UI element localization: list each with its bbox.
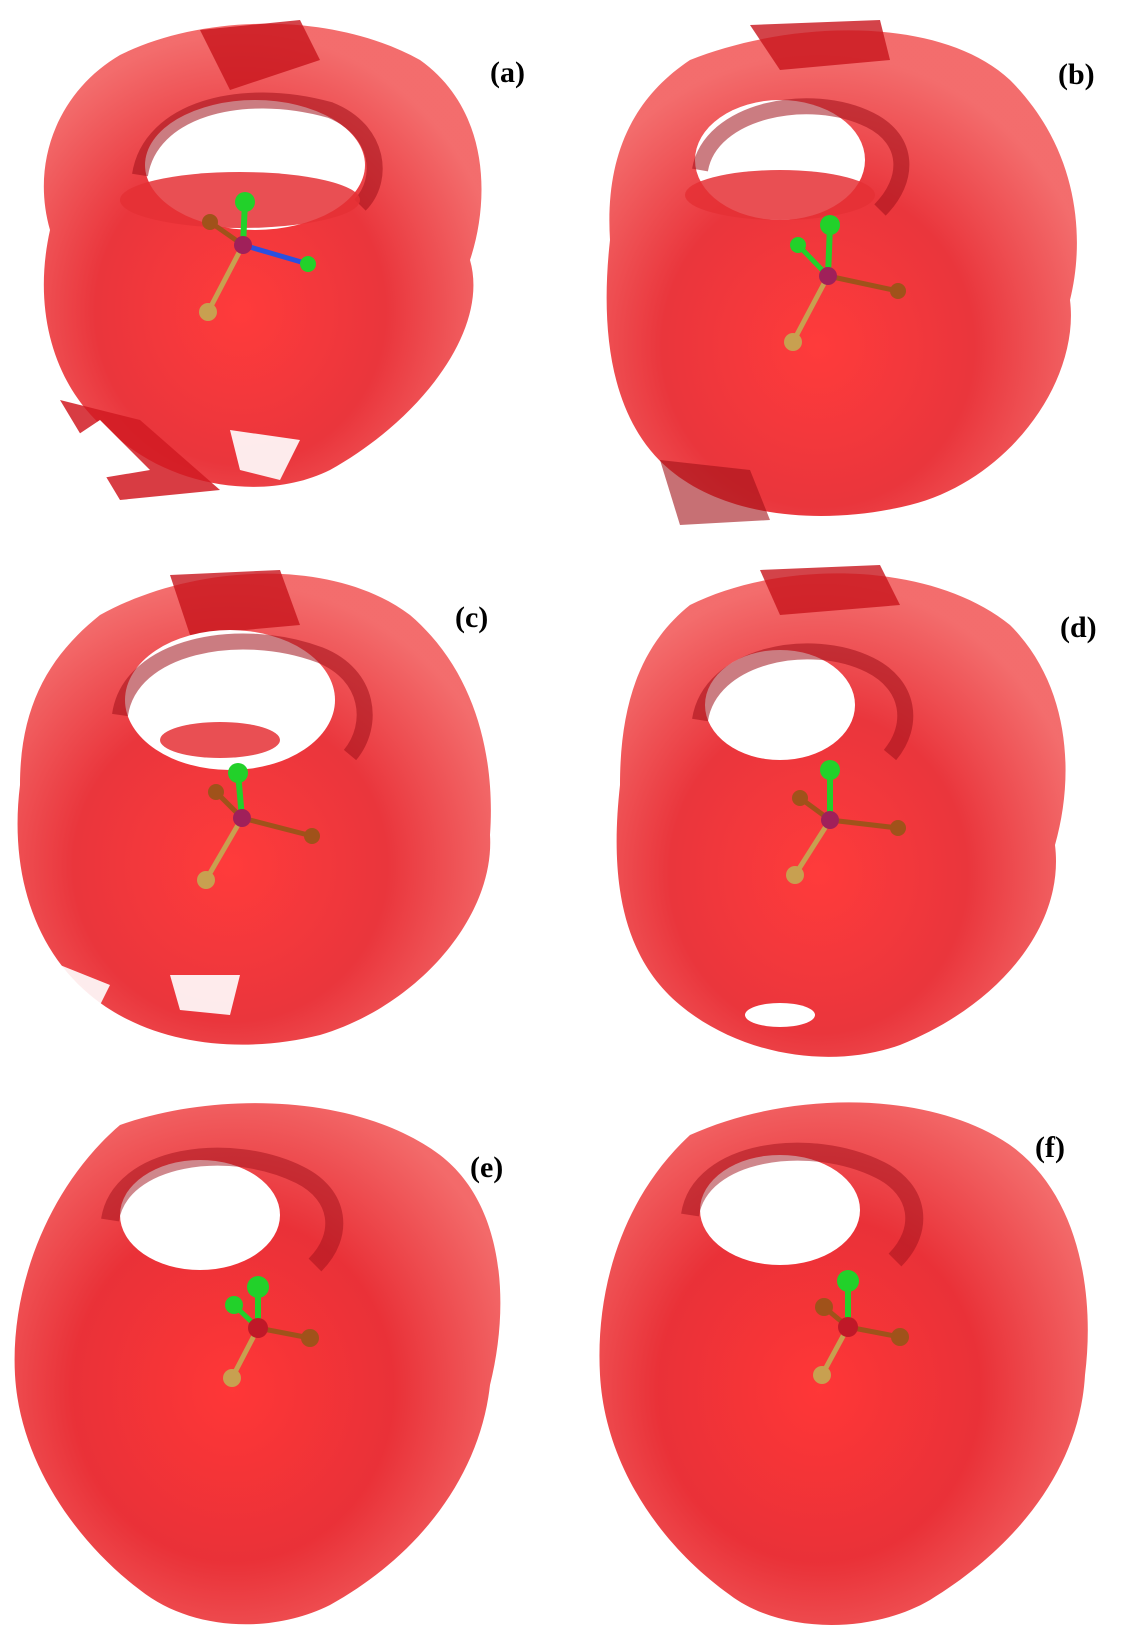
atom-tan: [786, 866, 804, 884]
atom-green: [235, 192, 255, 212]
surface-hole-rim: [112, 633, 373, 761]
atom-tan: [223, 1369, 241, 1387]
atom-center: [838, 1317, 858, 1337]
panel-label: (a): [490, 56, 525, 89]
isosurface-render: [599, 1102, 1088, 1625]
panel-b: (b): [580, 0, 1146, 540]
atom-brown: [304, 828, 320, 844]
surface-hole-rim: [681, 1142, 924, 1267]
panel-c: (c): [0, 545, 560, 1085]
atom-center: [248, 1318, 268, 1338]
atom-center: [821, 811, 839, 829]
surface-fold: [170, 570, 300, 635]
bond: [829, 817, 899, 831]
panel-label: (d): [1060, 611, 1097, 644]
panel-label: (e): [470, 1151, 504, 1184]
surface-inner-fold: [160, 722, 280, 758]
surface-gap: [745, 1003, 815, 1027]
bond: [792, 818, 833, 877]
isosurface-shape: [616, 573, 1066, 1057]
panel-f: (f): [580, 1085, 1146, 1638]
bond: [203, 816, 245, 882]
panel-d: (d): [580, 545, 1146, 1085]
atom-center: [234, 236, 252, 254]
panel-label: (f): [1035, 1131, 1065, 1164]
surface-gap: [50, 965, 110, 1025]
atom-green: [837, 1270, 859, 1292]
surface-hole-rim: [101, 1147, 344, 1272]
atom-brown: [815, 1298, 833, 1316]
panel-e: (e): [0, 1085, 560, 1638]
panel-label: (b): [1058, 58, 1095, 91]
atom-green: [820, 215, 840, 235]
surface-fold: [760, 565, 900, 615]
isosurface-render: [17, 570, 491, 1045]
atom-brown: [202, 214, 218, 230]
atom-tan: [197, 871, 215, 889]
surface-gap: [170, 975, 240, 1015]
panel-label: (c): [455, 601, 489, 634]
atom-tan: [813, 1366, 831, 1384]
atom-tan: [199, 303, 217, 321]
atom-brown: [890, 283, 906, 299]
atom-brown: [890, 820, 906, 836]
bond: [241, 815, 313, 839]
surface-gap: [230, 430, 300, 480]
atom-green: [247, 1276, 269, 1298]
atom-brown: [208, 784, 224, 800]
surface-fold: [200, 20, 320, 90]
surface-hole: [120, 1160, 280, 1270]
atom-brown: [792, 790, 808, 806]
surface-hole-rim: [132, 92, 383, 211]
surface-hole: [705, 650, 855, 760]
surface-hole: [700, 1155, 860, 1265]
isosurface-render: [616, 565, 1066, 1057]
surface-fold: [750, 20, 890, 70]
bond: [242, 242, 309, 267]
atom-center: [233, 809, 251, 827]
atom-green: [820, 760, 840, 780]
isosurface-render: [606, 20, 1077, 525]
atom-brown: [301, 1329, 319, 1347]
atom-tan: [784, 333, 802, 351]
surface-gap: [70, 420, 150, 480]
atom-center: [819, 267, 837, 285]
surface-gap: [660, 460, 770, 525]
atom-green: [300, 256, 316, 272]
bond: [205, 243, 246, 314]
panel-a: (a): [0, 0, 560, 540]
surface-hole-rim: [692, 643, 914, 761]
atom-green: [790, 237, 806, 253]
surface-hole-rim: [692, 98, 910, 216]
bond: [790, 274, 831, 344]
isosurface-render: [14, 1103, 501, 1625]
isosurface-render: [43, 20, 482, 500]
atom-brown: [891, 1328, 909, 1346]
atom-green: [225, 1296, 243, 1314]
bond: [827, 273, 899, 294]
surface-inner-fold: [685, 170, 875, 220]
atom-green: [228, 763, 248, 783]
